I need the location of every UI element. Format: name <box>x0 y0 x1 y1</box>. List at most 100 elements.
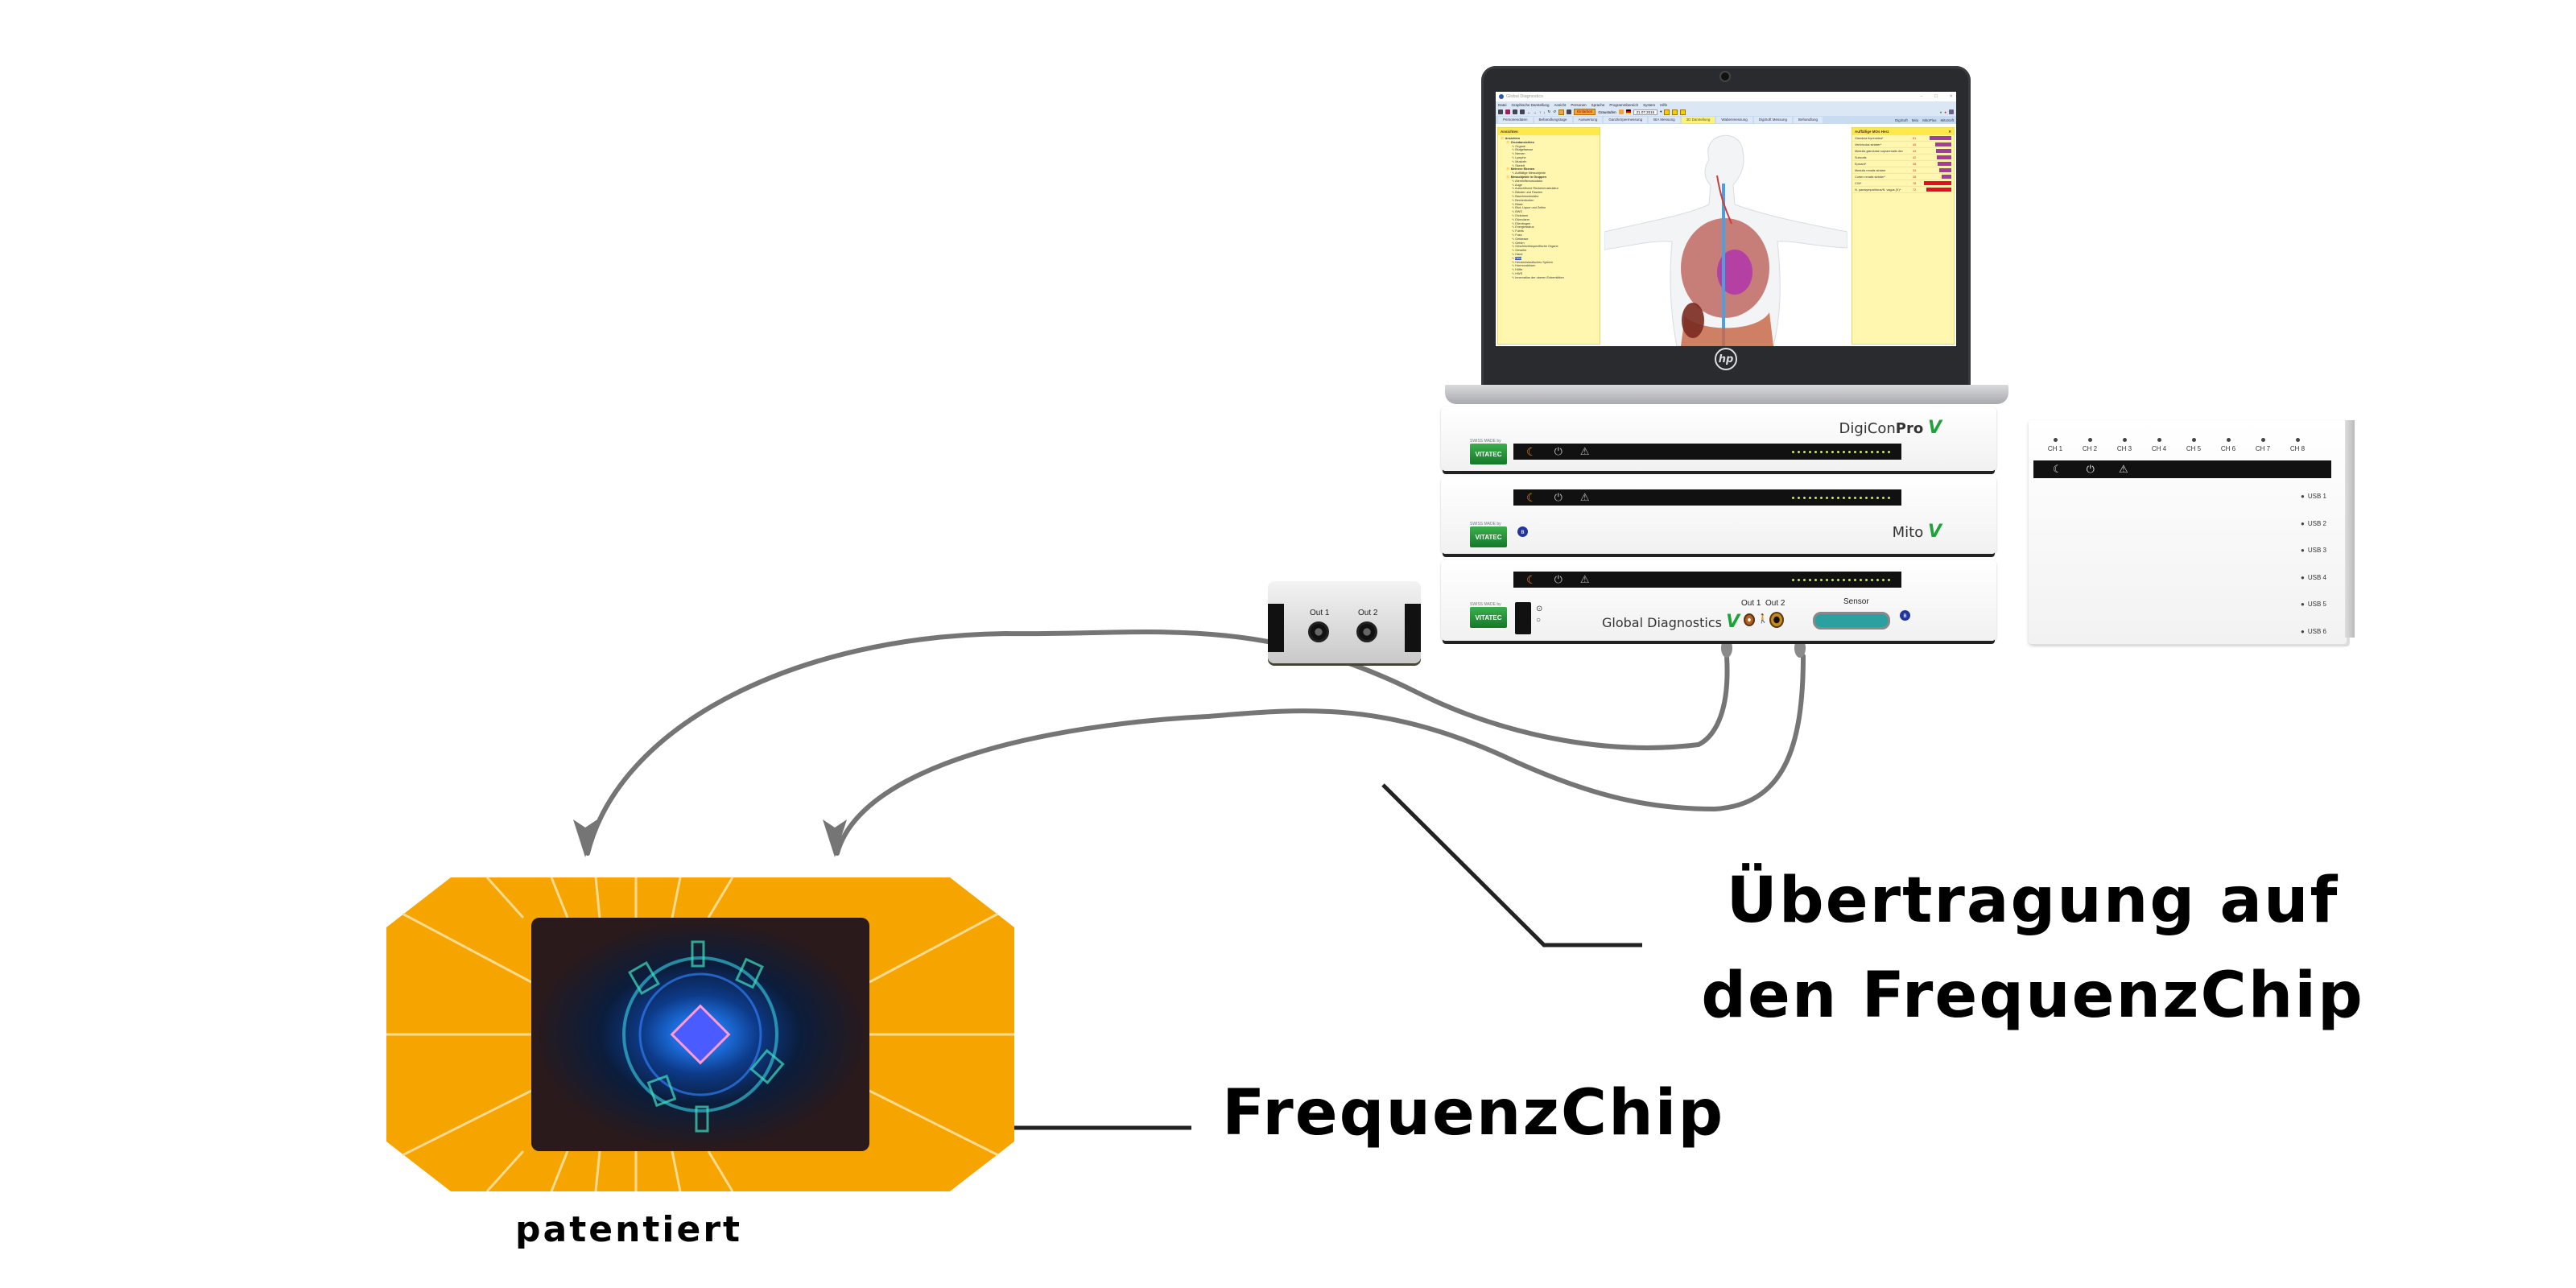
tree-item[interactable]: 📁 Ansichten <box>1501 137 1600 141</box>
page-button-3[interactable] <box>1680 109 1686 115</box>
tree-item[interactable]: ∿ Herz <box>1501 256 1600 261</box>
date-select[interactable]: 21.07.2016 <box>1633 109 1658 115</box>
layout-icon[interactable] <box>1567 109 1572 114</box>
usb-port[interactable]: USB 2 <box>2301 520 2326 527</box>
tree-item[interactable]: ∿ Fubris <box>1501 229 1600 233</box>
tree-item[interactable]: ∿ Hand <box>1501 253 1600 257</box>
tree-item[interactable]: ∿ Auffällige Messobjekte <box>1501 171 1600 175</box>
rotate-cw-icon[interactable]: ↻ <box>1547 109 1551 114</box>
tab-personendaten[interactable]: Personendaten <box>1498 117 1533 123</box>
menu-item[interactable]: Datei <box>1498 102 1507 107</box>
menu-item[interactable]: Graphische Darstellung <box>1511 102 1550 107</box>
tree-item[interactable]: ∿ Hormondrüsen <box>1501 264 1600 268</box>
out2-jack[interactable] <box>1769 612 1784 628</box>
usb-port[interactable]: USB 4 <box>2301 574 2326 581</box>
tab-behandlung[interactable]: Behandlung <box>1794 117 1823 123</box>
arrow-left-icon[interactable]: ← <box>1527 109 1531 114</box>
tab-wabenmessung[interactable]: Wabenmessung <box>1716 117 1752 123</box>
adapter-out1-jack[interactable] <box>1308 621 1329 642</box>
page-button-1[interactable] <box>1664 109 1670 115</box>
power-icon[interactable]: ⏻ <box>2086 463 2095 475</box>
power-icon[interactable]: ⏻ <box>1554 445 1563 457</box>
menu-item[interactable]: Personen <box>1571 102 1587 107</box>
rotate-ccw-icon[interactable]: ↺ <box>1553 109 1557 114</box>
tree-item[interactable]: ∿ Beckenboden <box>1501 199 1600 203</box>
arrow-up-icon[interactable]: ↑ <box>1539 109 1542 114</box>
print-icon[interactable] <box>1498 109 1503 114</box>
tree-item[interactable]: ∿ Fuss <box>1501 233 1600 237</box>
module-link[interactable]: MitoSoft <box>1940 118 1954 122</box>
german-flag-icon[interactable] <box>1625 109 1631 114</box>
tree-item[interactable]: ∿ Skelett <box>1501 164 1600 168</box>
mo-row[interactable]: Epicard*38 <box>1852 161 1954 167</box>
power-icon[interactable]: ⏻ <box>1554 573 1563 585</box>
tab-3d-darstellung[interactable]: 3D Darstellung <box>1681 117 1715 123</box>
out1-jack[interactable] <box>1744 613 1755 626</box>
tree-item[interactable]: ∿ Organe <box>1501 145 1600 149</box>
arrow-down-icon[interactable]: ↓ <box>1543 109 1546 114</box>
tree-item[interactable]: ∿ Blutgefaesse <box>1501 148 1600 152</box>
tree-item[interactable]: 📁 Messobjekte in Gruppen <box>1501 175 1600 180</box>
tree-item[interactable]: ∿ Geschlechtsspezifische Organe <box>1501 245 1600 249</box>
colors-button[interactable]: Einfarben <box>1574 109 1596 115</box>
report-icon[interactable] <box>1949 109 1954 114</box>
mo-row[interactable]: C04*78 <box>1852 180 1954 187</box>
adapter-out2-jack[interactable] <box>1356 621 1377 642</box>
tree-item[interactable]: ∿ Hüfte <box>1501 268 1600 272</box>
person-icon[interactable] <box>1505 109 1510 114</box>
tree-item[interactable]: ∿ Gewebe <box>1501 249 1600 253</box>
minimize-button[interactable]: – <box>1920 94 1923 99</box>
tree-item[interactable]: ∿ Lymphe <box>1501 156 1600 160</box>
person-red-icon[interactable]: ● <box>1944 109 1946 114</box>
tree-item[interactable]: ∿ Nerven <box>1501 152 1600 156</box>
tree-item[interactable]: 📁 Mehrere Ebenen <box>1501 167 1600 171</box>
tree-item[interactable]: ∿ BWS <box>1501 210 1600 214</box>
panel-close-icon[interactable]: ✕ <box>1948 130 1951 134</box>
usb-port[interactable]: USB 3 <box>2301 547 2326 554</box>
tree-item[interactable]: ∿ Dickdarm <box>1501 214 1600 218</box>
tab-behandlungstage[interactable]: Behandlungstage <box>1534 117 1572 123</box>
tab-ganzk-rpermessung[interactable]: Ganzkörpermessung <box>1604 117 1648 123</box>
tree-item[interactable]: ∿ Innervation der oberen Extremitäten <box>1501 276 1600 280</box>
view-toggle-button[interactable] <box>1558 109 1565 115</box>
mo-row[interactable]: Ventriculus sinister*45 <box>1852 142 1954 148</box>
tree-item[interactable]: ∿ Bauchmuskulatur <box>1501 195 1600 199</box>
arrow-right-icon[interactable]: → <box>1533 109 1538 114</box>
usb-port[interactable]: USB 6 <box>2301 628 2326 635</box>
usb-port[interactable]: USB 1 <box>2301 493 2326 500</box>
sensor-port[interactable] <box>1813 612 1890 630</box>
maximize-button[interactable]: ☐ <box>1934 94 1938 99</box>
power-icon[interactable]: ⏻ <box>1554 491 1563 503</box>
tree-item[interactable]: 📁 Grundansichten <box>1501 141 1600 145</box>
menu-item[interactable]: Sprache <box>1591 102 1605 107</box>
tree-item[interactable]: ∿ Bänder und Faszien <box>1501 191 1600 195</box>
tree-item[interactable]: ∿ Blase <box>1501 203 1600 207</box>
power-switch[interactable] <box>1515 602 1531 634</box>
tree-item[interactable]: ∿ Auge <box>1501 184 1600 188</box>
tree-item[interactable]: ∿ Muskeln <box>1501 160 1600 164</box>
menu-item[interactable]: Hilfe <box>1660 102 1668 107</box>
close-button[interactable]: ✕ <box>1949 94 1953 99</box>
menu-item[interactable]: Programmbereich <box>1609 102 1639 107</box>
usb-port[interactable]: USB 5 <box>2301 601 2326 608</box>
tree-item[interactable]: ∿ Energiestatus <box>1501 225 1600 229</box>
tree-item[interactable]: ∿ Herzkreislaufisches System <box>1501 261 1600 265</box>
tab-bia-messung[interactable]: BIA Messung <box>1649 117 1680 123</box>
tree-item[interactable]: ∿ Gehirn <box>1501 242 1600 246</box>
menu-item[interactable]: System <box>1643 102 1656 107</box>
tree-item[interactable]: ∿ HWS <box>1501 272 1600 276</box>
zoom-out-icon[interactable] <box>1520 109 1525 114</box>
module-link[interactable]: Mito <box>1911 118 1919 122</box>
page-button-2[interactable] <box>1672 109 1678 115</box>
chevron-down-icon[interactable]: ▾ <box>1660 109 1662 114</box>
grayscale-button[interactable]: Graustufen <box>1598 109 1616 114</box>
mo-row[interactable]: Glandula thyreoidea*61 <box>1852 135 1954 142</box>
person-green-icon[interactable]: ● <box>1939 109 1942 114</box>
module-link[interactable]: DigiSoft <box>1894 118 1908 122</box>
tab-digisoft-messung[interactable]: DigiSoft Messung <box>1753 117 1793 123</box>
compare-icon[interactable] <box>1618 109 1624 114</box>
tree-item[interactable]: ∿ Dünndarm <box>1501 218 1600 222</box>
